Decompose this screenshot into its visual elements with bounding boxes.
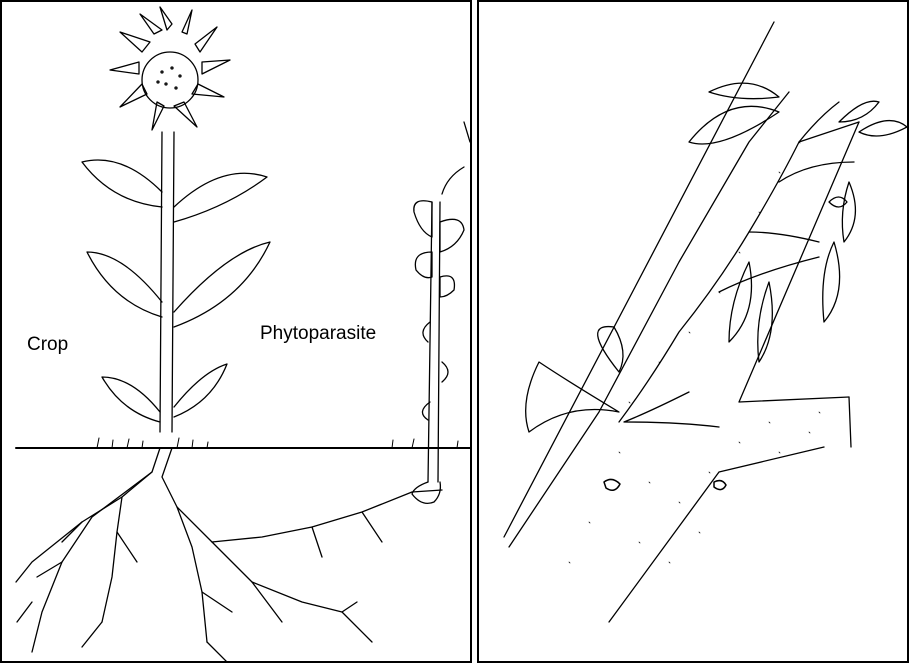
host-branch (504, 22, 859, 622)
crop-parasite-diagram-panel: Crop Phytoparasite (0, 0, 472, 663)
phytoparasite-label: Phytoparasite (260, 323, 376, 345)
crop-stem (160, 132, 174, 432)
sunflower-head (110, 7, 230, 130)
crop-and-root-parasite-illustration (2, 2, 472, 663)
crop-label: Crop (27, 334, 68, 356)
phytoparasite-plant (412, 122, 470, 503)
stem-parasite-on-branch-illustration (479, 2, 909, 663)
stem-parasite-vine (526, 83, 907, 432)
crop-roots (16, 448, 442, 662)
stem-parasite-diagram-panel (477, 0, 909, 663)
